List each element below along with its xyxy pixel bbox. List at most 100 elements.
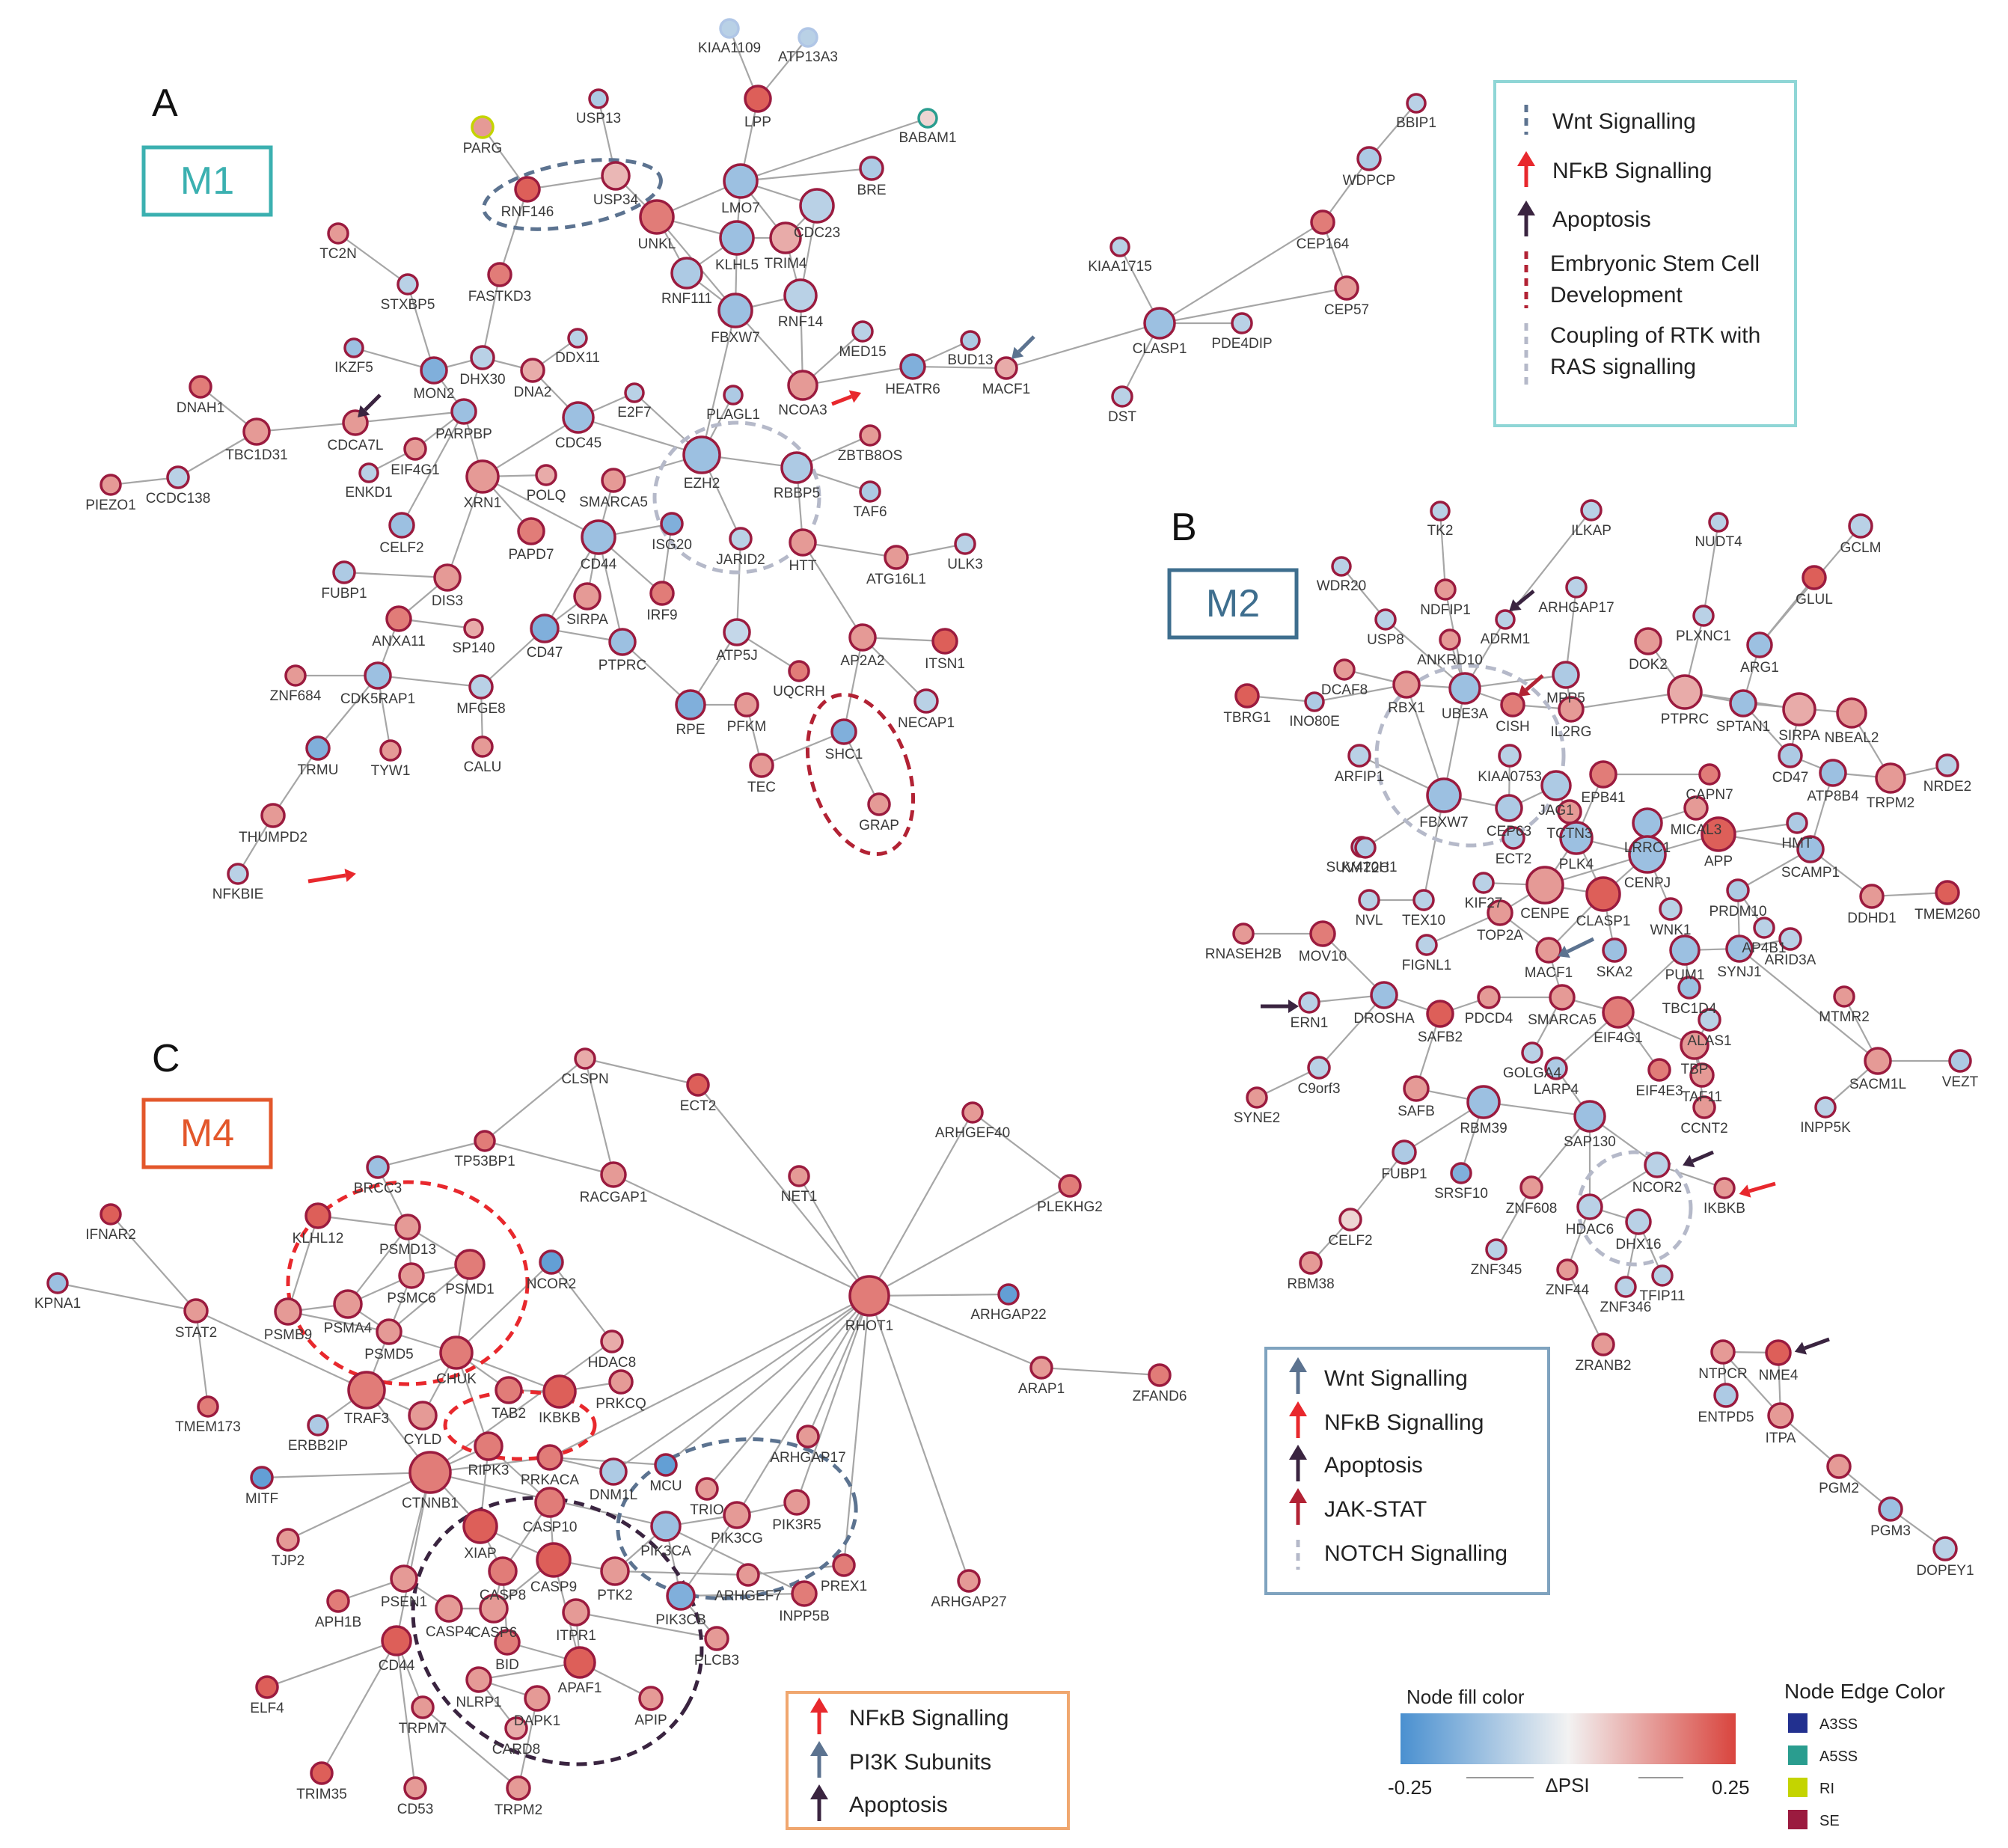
node-rnf14 [783, 278, 818, 313]
node-label-pum1: PUM1 [1665, 967, 1705, 983]
edge-tbc1d31-cdca7l [256, 421, 356, 433]
edge-mov10-drosha [1322, 933, 1385, 996]
node-label-dst: DST [1108, 409, 1136, 425]
node-label-bud13: BUD13 [947, 352, 993, 368]
pathway-arrow-0 [307, 869, 356, 884]
pi3k-group-m4 [616, 1437, 858, 1600]
node-label-cd472: CD47 [1772, 770, 1809, 786]
node-label-cyld: CYLD [404, 1432, 442, 1448]
node-vezt [1948, 1049, 1972, 1073]
node-label-kiaa1715: KIAA1715 [1088, 259, 1152, 275]
node-arap1 [1029, 1356, 1053, 1380]
node-syne2 [1246, 1086, 1268, 1109]
node-ube3a [1448, 672, 1481, 705]
node-dok2 [1634, 627, 1662, 655]
edge-trmu-thumpd2 [272, 747, 319, 816]
node-irf9 [649, 581, 675, 606]
legend-m1-item-1: NFκB Signalling [1552, 159, 1712, 183]
node-tec [749, 753, 774, 778]
node-label-shc1: SHC1 [825, 747, 863, 762]
node-label-ncor2: NCOR2 [1632, 1180, 1683, 1196]
node-kiaa1715 [1109, 236, 1130, 257]
node-erbb2ip [307, 1414, 329, 1437]
node-label-celf22: CELF2 [1328, 1233, 1372, 1249]
node-nvl [1358, 889, 1380, 911]
node-adrm1 [1495, 609, 1516, 630]
node-label-nme4: NME4 [1759, 1368, 1799, 1383]
node-label-itsn1: ITSN1 [925, 656, 965, 672]
node-lpp [744, 85, 772, 113]
node-label-sp140: SP140 [452, 640, 495, 656]
edge-shc1-grap [843, 731, 880, 805]
node-label-piezo1: PIEZO1 [85, 498, 136, 513]
node-label-grap: GRAP [859, 818, 899, 833]
edge-clspn-tp53bp1 [484, 1058, 586, 1142]
node-papd7 [517, 517, 545, 545]
node-label-znf345: ZNF345 [1471, 1262, 1522, 1278]
node-label-pde4dip: PDE4DIP [1211, 336, 1272, 352]
legend-m2-arrow-2 [1289, 1445, 1307, 1481]
node-label-bid: BID [495, 1657, 519, 1673]
node-trim35 [310, 1761, 334, 1785]
node-il2rg [1558, 696, 1585, 723]
node-klhl12 [304, 1202, 331, 1229]
node-label-ect22: ECT2 [680, 1098, 717, 1114]
node-label-inpp5b: INPP5B [779, 1609, 830, 1624]
node-label-sptan1: SPTAN1 [1716, 719, 1771, 735]
node-label-nlrp1: NLRP1 [456, 1695, 501, 1710]
node-trpm7 [411, 1695, 435, 1719]
edge-label-a5ss: A5SS [1819, 1748, 1858, 1765]
node-scamp1 [1796, 835, 1825, 863]
edge-top2a-fignl1 [1426, 911, 1501, 946]
fill-scale-min: -0.25 [1388, 1776, 1432, 1799]
node-cenpe [1525, 866, 1564, 905]
node-kiaa1109 [719, 18, 740, 39]
node-ntpcr [1710, 1339, 1736, 1365]
edge-net1-rhot1 [798, 1175, 870, 1297]
edge-pik3cg-pik3cb [680, 1514, 738, 1597]
node-label-mtmr2: MTMR2 [1819, 1009, 1870, 1025]
node-label-synj1: SYNJ1 [1717, 964, 1761, 980]
node-thumpd2 [260, 803, 286, 828]
node-label-pik3cb: PIK3CB [655, 1612, 706, 1628]
edge-htt-ap2a2 [802, 542, 863, 638]
node-nudt4 [1708, 512, 1729, 533]
node-sptan1 [1729, 689, 1757, 718]
node-dnah1 [189, 375, 212, 399]
node-cep63 [1495, 794, 1523, 822]
node-dhx30 [470, 345, 495, 370]
node-kiaa0753 [1498, 744, 1522, 768]
node-trpm22 [506, 1775, 531, 1801]
node-tex10 [1412, 889, 1435, 911]
edge-shc1-tec [761, 730, 845, 767]
node-label-psmc6: PSMC6 [387, 1291, 435, 1306]
node-ncor2 [1644, 1151, 1671, 1178]
legend-m1-arrow-1 [1517, 151, 1535, 187]
node-cdc45 [562, 401, 595, 434]
legend-m1-item-0: Wnt Signalling [1552, 109, 1696, 134]
node-ezh2 [682, 435, 721, 474]
pathway-arrow-5 [1518, 674, 1544, 697]
node-parpbp [450, 398, 477, 425]
node-cd47 [530, 614, 560, 643]
node-label-pik3cg: PIK3CG [711, 1531, 763, 1546]
node-ect22 [686, 1073, 710, 1097]
node-label-rbx1: RBX1 [1388, 700, 1425, 716]
node-label-rbm38: RBM38 [1287, 1276, 1334, 1292]
node-cep164 [1310, 209, 1335, 235]
edge-rhot1-dnm1l [613, 1295, 870, 1472]
node-label-znf684: ZNF684 [270, 688, 322, 704]
edge-arhgef40-rhot1 [869, 1112, 973, 1297]
node-itsn1 [931, 628, 958, 655]
node-label-lpp: LPP [744, 114, 771, 130]
node-label-plcb3: PLCB3 [694, 1653, 739, 1668]
node-label-klhl5: KLHL5 [715, 257, 759, 273]
node-inpp5k [1814, 1096, 1837, 1119]
node-label-clasp1: CLASP1 [1133, 341, 1187, 357]
edge-arap1-zfand6 [1041, 1366, 1160, 1377]
node-arhgap172 [796, 1425, 820, 1448]
node-label-macf1: MACF1 [982, 382, 1030, 397]
node-fbxw72 [1426, 777, 1462, 813]
node-ptprc2 [1667, 674, 1703, 710]
edge-ctnnb1-cd442 [395, 1472, 432, 1642]
